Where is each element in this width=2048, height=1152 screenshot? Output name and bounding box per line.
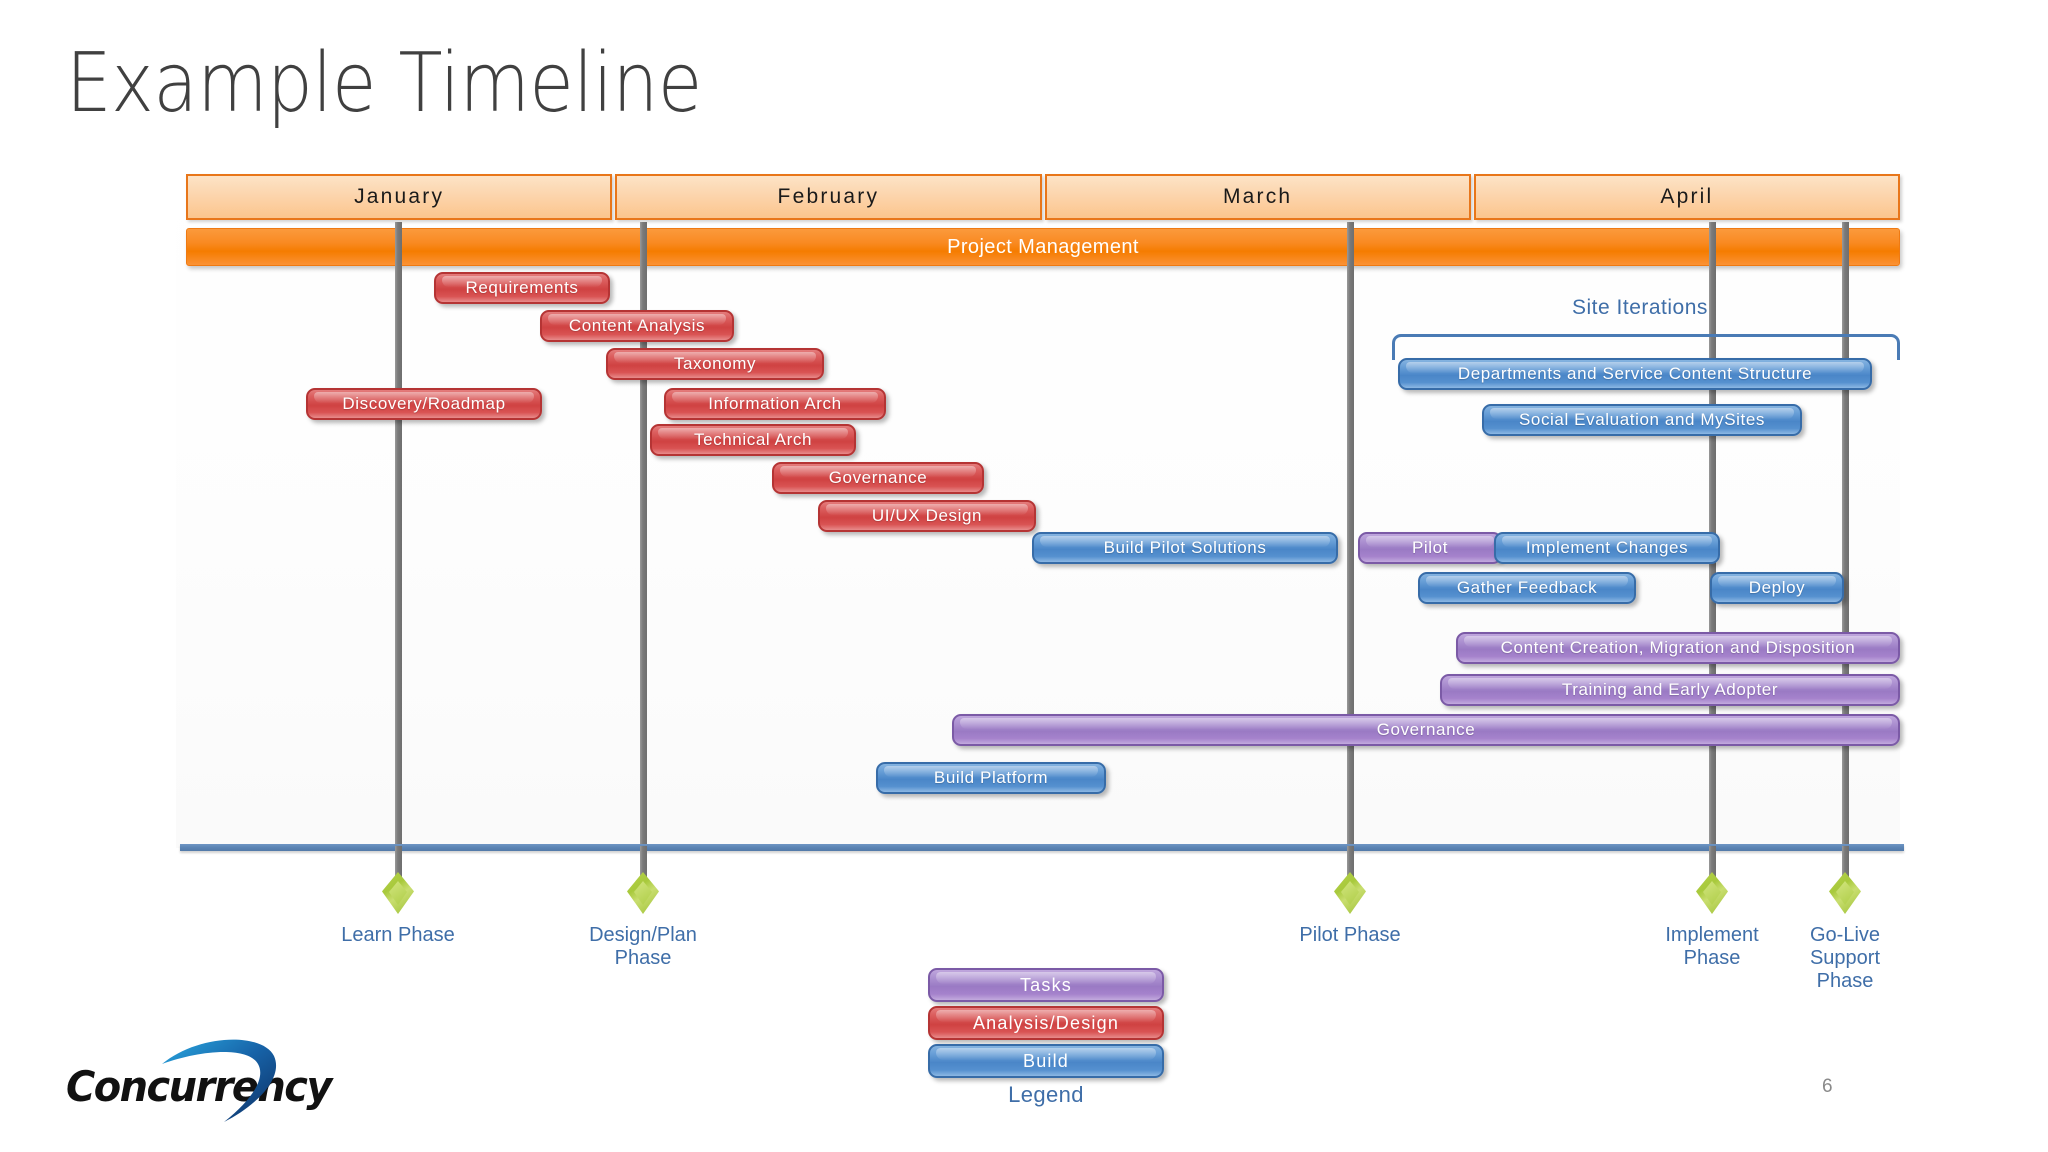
task-bar-label: Gather Feedback (1456, 578, 1598, 597)
page-title: Example Timeline (66, 36, 702, 131)
task-bar[interactable]: Governance (772, 462, 984, 494)
task-bar-label: Departments and Service Content Structur… (1457, 364, 1813, 383)
milestone-gridline (1842, 222, 1849, 846)
legend-item-label: Build (1022, 1050, 1070, 1071)
milestone-diamond-icon (1696, 872, 1728, 914)
milestone-label: Design/Plan Phase (589, 924, 697, 970)
task-bar[interactable]: Content Analysis (540, 310, 734, 342)
task-bar-label: UI/UX Design (871, 506, 983, 525)
milestone-diamond-icon (627, 872, 659, 914)
milestone-stem (1708, 846, 1716, 888)
site-iterations-bracket (1392, 334, 1900, 360)
task-bar[interactable]: Content Creation, Migration and Disposit… (1456, 632, 1900, 664)
task-bar[interactable]: Social Evaluation and MySites (1482, 404, 1802, 436)
task-bar-label: Governance (828, 468, 928, 487)
milestone-diamond-icon (1334, 872, 1366, 914)
milestone-label: Implement Phase (1665, 924, 1759, 970)
month-label: March (1222, 185, 1293, 208)
task-bar-label: Implement Changes (1525, 538, 1689, 557)
milestone-label: Go-Live Support Phase (1809, 924, 1881, 993)
task-bar-label: Governance (1376, 720, 1476, 739)
legend-item: Build (928, 1044, 1164, 1078)
milestone-marker[interactable]: Go-Live Support Phase (1785, 846, 1905, 1046)
legend-item: Tasks (928, 968, 1164, 1002)
task-bar[interactable]: Governance (952, 714, 1900, 746)
logo-swoosh-icon (162, 1039, 277, 1122)
month-label: February (777, 185, 880, 208)
task-bar-label: Discovery/Roadmap (342, 394, 506, 413)
milestone-gridline (640, 222, 647, 846)
timeline-baseline (180, 844, 1904, 851)
task-bar[interactable]: Departments and Service Content Structur… (1398, 358, 1872, 390)
task-bar[interactable]: Taxonomy (606, 348, 824, 380)
task-bar-label: Pilot (1411, 538, 1449, 557)
milestone-marker[interactable]: Design/Plan Phase (583, 846, 703, 1046)
site-iterations-label: Site Iterations (1572, 296, 1708, 319)
milestone-diamond-icon (1829, 872, 1861, 914)
milestone-marker[interactable]: Pilot Phase (1290, 846, 1410, 1046)
task-bar[interactable]: Gather Feedback (1418, 572, 1636, 604)
task-bar-label: Deploy (1748, 578, 1806, 597)
task-bar-label: Social Evaluation and MySites (1518, 410, 1766, 429)
timeline-chart-area (176, 168, 1900, 848)
task-bar[interactable]: Discovery/Roadmap (306, 388, 542, 420)
milestone-marker[interactable]: Implement Phase (1652, 846, 1772, 1046)
task-bar-label: Content Creation, Migration and Disposit… (1500, 638, 1856, 657)
milestone-gridline (395, 222, 402, 846)
task-bar-label: Information Arch (708, 394, 842, 413)
task-bar[interactable]: UI/UX Design (818, 500, 1036, 532)
milestone-marker[interactable]: Learn Phase (338, 846, 458, 1046)
task-bar-label: Technical Arch (693, 430, 812, 449)
task-bar[interactable]: Build Pilot Solutions (1032, 532, 1338, 564)
task-bar[interactable]: Technical Arch (650, 424, 856, 456)
milestone-label: Pilot Phase (1299, 924, 1401, 946)
task-bar[interactable]: Requirements (434, 272, 610, 304)
task-bar-label: Training and Early Adopter (1561, 680, 1779, 699)
concurrency-logo: Concurrency (66, 1036, 332, 1122)
milestone-stem (1841, 846, 1849, 888)
milestone-stem (639, 846, 647, 888)
month-header-cell: March (1044, 174, 1471, 220)
milestone-label: Learn Phase (341, 924, 455, 946)
task-bar-label: Requirements (465, 278, 579, 297)
task-bar-label: Content Analysis (568, 316, 706, 335)
milestone-diamond-icon (382, 872, 414, 914)
task-bar[interactable]: Deploy (1710, 572, 1844, 604)
project-management-label: Project Management (947, 235, 1139, 258)
milestone-stem (394, 846, 402, 888)
logo-wordmark: Concurrency (66, 1062, 332, 1111)
legend-item: Analysis/Design (928, 1006, 1164, 1040)
month-label: January (354, 185, 445, 208)
milestone-gridline (1347, 222, 1354, 846)
task-bar-label: Taxonomy (673, 354, 757, 373)
task-bar[interactable]: Build Platform (876, 762, 1106, 794)
project-management-band: Project Management (186, 228, 1900, 266)
month-header-cell: April (1473, 174, 1900, 220)
task-bar-label: Build Platform (933, 768, 1049, 787)
task-bar[interactable]: Information Arch (664, 388, 886, 420)
legend-caption: Legend (1008, 1082, 1084, 1107)
month-header-cell: February (615, 174, 1042, 220)
task-bar[interactable]: Training and Early Adopter (1440, 674, 1900, 706)
legend-item-label: Analysis/Design (972, 1012, 1120, 1033)
month-header-cell: January (186, 174, 613, 220)
legend-item-label: Tasks (1019, 974, 1072, 995)
month-label: April (1660, 185, 1714, 208)
task-bar[interactable]: Implement Changes (1494, 532, 1720, 564)
task-bar[interactable]: Pilot (1358, 532, 1502, 564)
milestone-stem (1346, 846, 1354, 888)
month-header-row: January February March April (186, 174, 1900, 220)
task-bar-label: Build Pilot Solutions (1103, 538, 1267, 557)
slide-number: 6 (1822, 1076, 1833, 1097)
